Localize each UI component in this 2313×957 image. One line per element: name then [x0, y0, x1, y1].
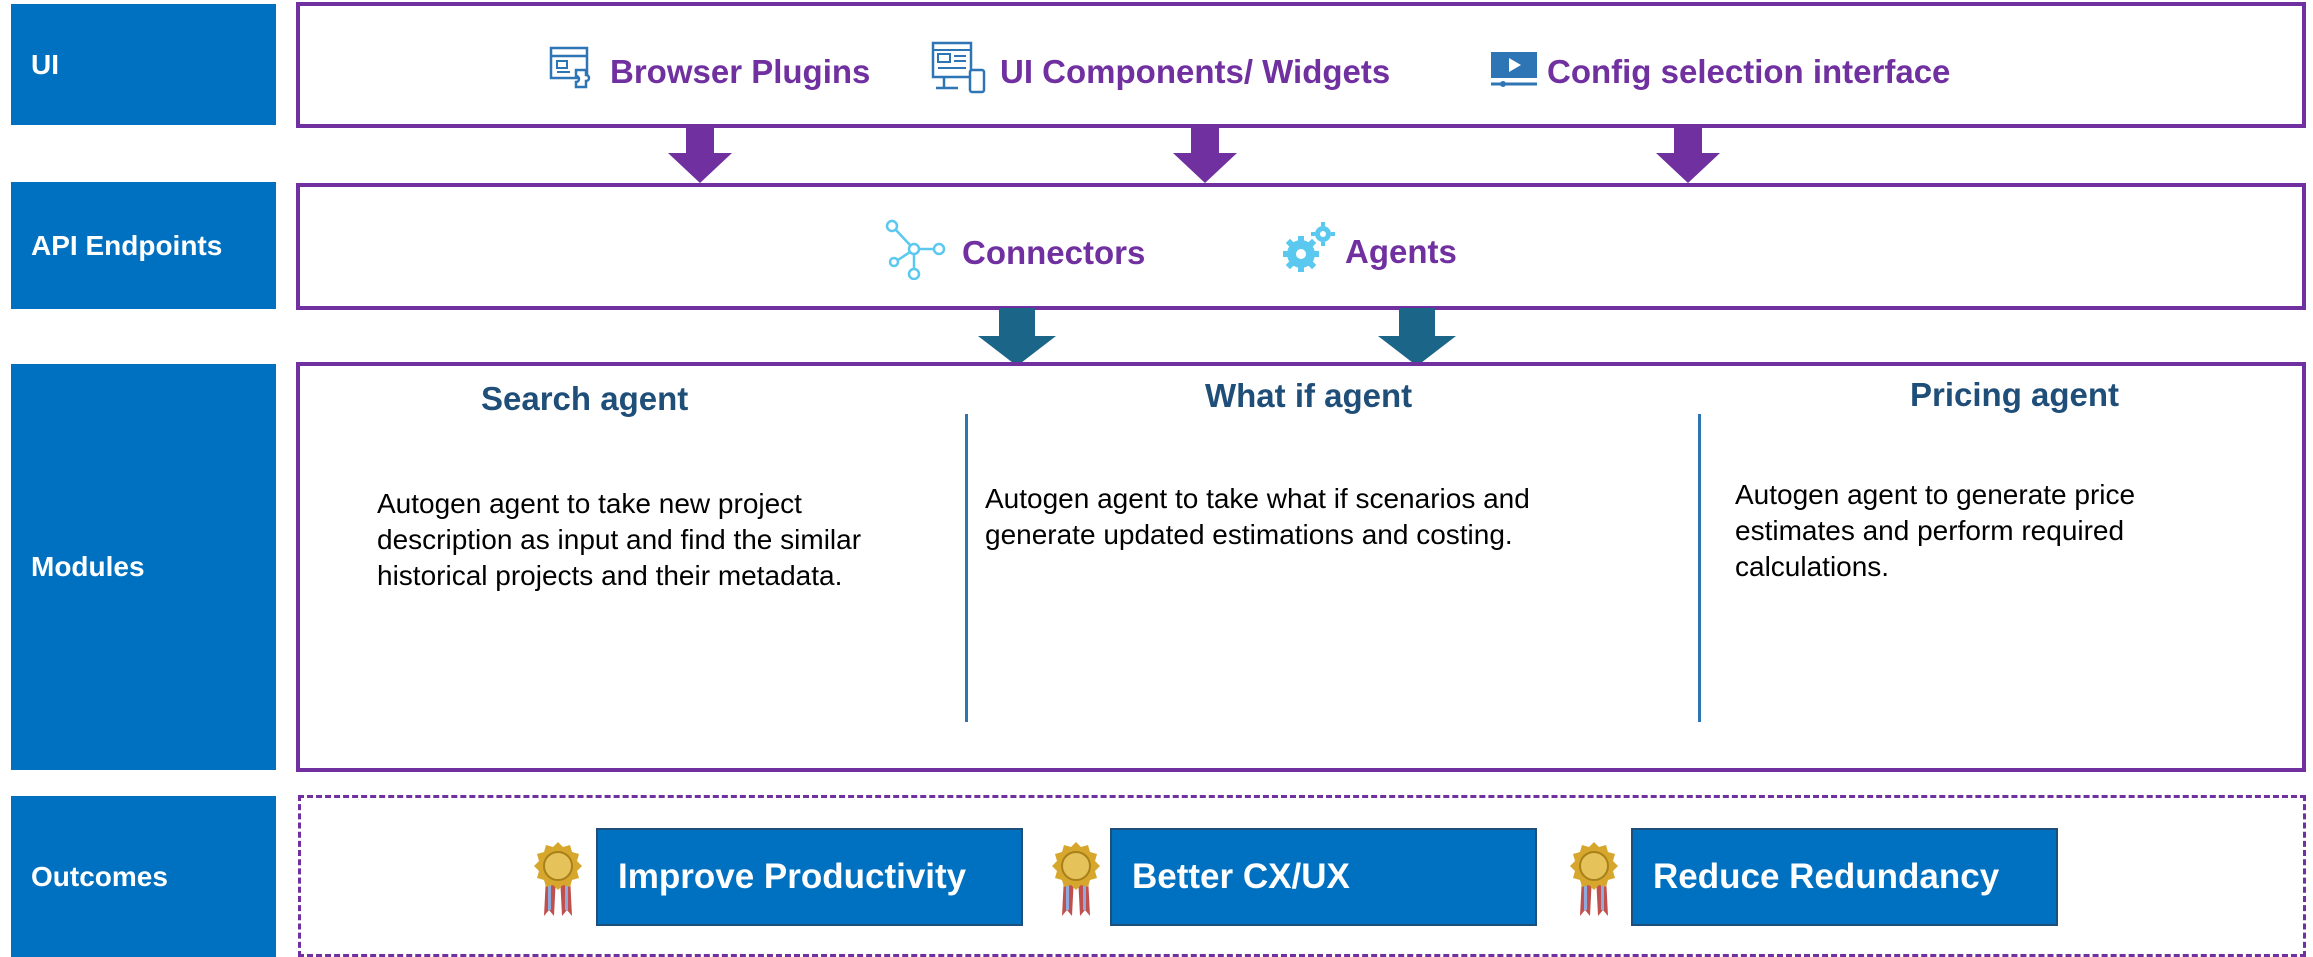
module-divider	[1698, 414, 1701, 722]
api-item-agents: Agents	[1281, 220, 1457, 284]
ui-item-components-widgets: UI Components/ Widgets	[930, 40, 1390, 104]
module-description-what-if-agent: Autogen agent to take what if scenarios …	[985, 483, 1530, 550]
module-divider	[965, 414, 968, 722]
ui-item-label: Browser Plugins	[610, 53, 871, 90]
down-arrow-icon	[668, 127, 732, 183]
outcome-reduce-redundancy: Reduce Redundancy	[1631, 828, 2058, 926]
outcome-improve-productivity: Improve Productivity	[596, 828, 1023, 926]
medal-icon	[1052, 842, 1100, 916]
module-description-search-agent: Autogen agent to take new project descri…	[377, 488, 862, 591]
module-description-pricing-agent: Autogen agent to generate price estimate…	[1735, 479, 2136, 582]
modules-layer-box	[296, 362, 2306, 772]
api-item-connectors: Connectors	[884, 218, 1145, 288]
module-title-pricing-agent: Pricing agent	[1910, 376, 2120, 413]
gears-icon	[1281, 220, 1337, 284]
api-item-label: Agents	[1345, 233, 1457, 270]
outcome-better-cx-ux: Better CX/UX	[1110, 828, 1537, 926]
ui-layer-box	[296, 2, 2306, 128]
ui-widgets-icon	[930, 40, 988, 104]
module-title-what-if-agent: What if agent	[1205, 377, 1413, 414]
down-arrow-icon	[978, 308, 1056, 366]
ui-item-label: Config selection interface	[1547, 53, 1951, 90]
ui-item-label: UI Components/ Widgets	[1000, 53, 1391, 90]
row-label-api-endpoints: API Endpoints	[11, 182, 276, 309]
down-arrow-icon	[1378, 308, 1456, 366]
down-arrow-icon	[1656, 127, 1720, 183]
row-label-outcomes: Outcomes	[11, 796, 276, 957]
row-label-ui: UI	[11, 4, 276, 125]
medal-icon	[1570, 842, 1618, 916]
ui-item-browser-plugins: Browser Plugins	[548, 44, 870, 100]
down-arrow-icon	[1173, 127, 1237, 183]
row-label-modules: Modules	[11, 364, 276, 770]
browser-plugin-icon	[548, 44, 598, 100]
ui-item-config-selection: Config selection interface	[1489, 46, 1950, 98]
video-interface-icon	[1489, 46, 1539, 98]
module-title-search-agent: Search agent	[481, 380, 689, 417]
network-connector-icon	[884, 218, 946, 288]
medal-icon	[534, 842, 582, 916]
api-item-label: Connectors	[962, 234, 1146, 271]
